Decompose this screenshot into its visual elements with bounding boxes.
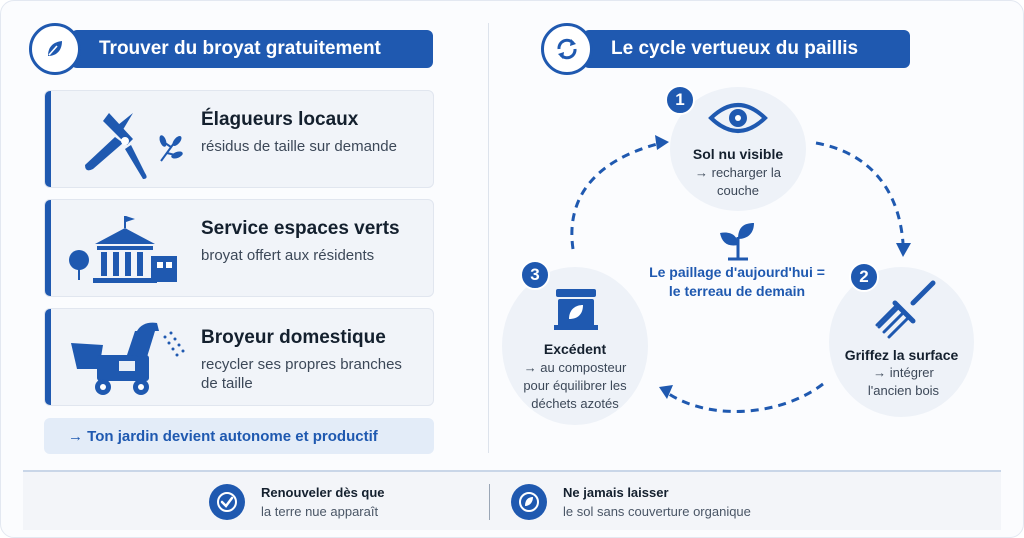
footer-separator xyxy=(489,484,490,520)
check-circle-icon xyxy=(209,484,245,520)
step-desc: → au composteur pour équilibrer les déch… xyxy=(523,360,627,411)
autonomy-banner: → Ton jardin devient autonome et product… xyxy=(44,418,434,454)
footer-item-renew: Renouveler dès que la terre nue apparaît xyxy=(209,484,385,522)
eye-icon xyxy=(708,98,768,143)
leaf-circle-icon xyxy=(511,484,547,520)
footer: Renouveler dès que la terre nue apparaît… xyxy=(23,472,1001,530)
leaf-icon xyxy=(29,23,81,75)
footer-item-never-bare: Ne jamais laisser le sol sans couverture… xyxy=(511,484,751,522)
step-desc: → intégrer l'ancien bois xyxy=(867,365,940,398)
card-desc: broyat offert aux résidents xyxy=(201,247,375,264)
pruning-shears-icon xyxy=(63,99,193,181)
left-header: Trouver du broyat gratuitement xyxy=(29,23,434,75)
step-desc: → recharger la couche xyxy=(695,165,781,198)
card-accent-bar xyxy=(45,91,51,187)
card-desc: résidus de taille sur demande xyxy=(201,138,397,155)
card-accent-bar xyxy=(45,309,51,405)
right-header-title: Le cycle vertueux du paillis xyxy=(583,30,910,68)
step-number-badge: 1 xyxy=(665,85,695,115)
card-accent-bar xyxy=(45,200,51,296)
source-card-elagueurs: Élagueurs locaux résidus de taille sur d… xyxy=(44,90,434,188)
town-hall-icon xyxy=(63,208,193,290)
card-title: Service espaces verts xyxy=(201,218,400,239)
footer-top-line xyxy=(23,470,1001,472)
step-number-badge: 3 xyxy=(520,260,550,290)
cycle-step-2 xyxy=(829,267,974,417)
card-title: Broyeur domestique xyxy=(201,327,386,348)
left-header-title: Trouver du broyat gratuitement xyxy=(71,30,433,68)
right-header: Le cycle vertueux du paillis xyxy=(541,23,911,75)
garden-fork-icon xyxy=(873,277,939,348)
cycle-center-message: Le paillage d'aujourd'hui = le terreau d… xyxy=(649,264,825,299)
sprout-icon xyxy=(714,221,762,266)
cycle-arrows-icon xyxy=(541,23,593,75)
step-title: Sol nu visible xyxy=(692,146,784,162)
step-number-badge: 2 xyxy=(849,262,879,292)
source-card-broyeur: Broyeur domestique recycler ses propres … xyxy=(44,308,434,406)
footer-item-desc: la terre nue apparaît xyxy=(261,504,379,519)
footer-item-desc: le sol sans couverture organique xyxy=(563,504,751,519)
wood-chipper-icon xyxy=(63,317,193,399)
source-card-espaces-verts: Service espaces verts broyat offert aux … xyxy=(44,199,434,297)
footer-item-title: Renouveler dès que xyxy=(261,485,385,500)
column-divider xyxy=(488,23,489,453)
compost-bin-icon xyxy=(552,287,600,338)
step-title: Griffez la surface xyxy=(844,347,959,363)
step-title: Excédent xyxy=(543,341,607,357)
card-desc: recycler ses propres branches de taille xyxy=(201,356,402,392)
footer-item-title: Ne jamais laisser xyxy=(563,485,669,500)
card-title: Élagueurs locaux xyxy=(201,109,359,130)
